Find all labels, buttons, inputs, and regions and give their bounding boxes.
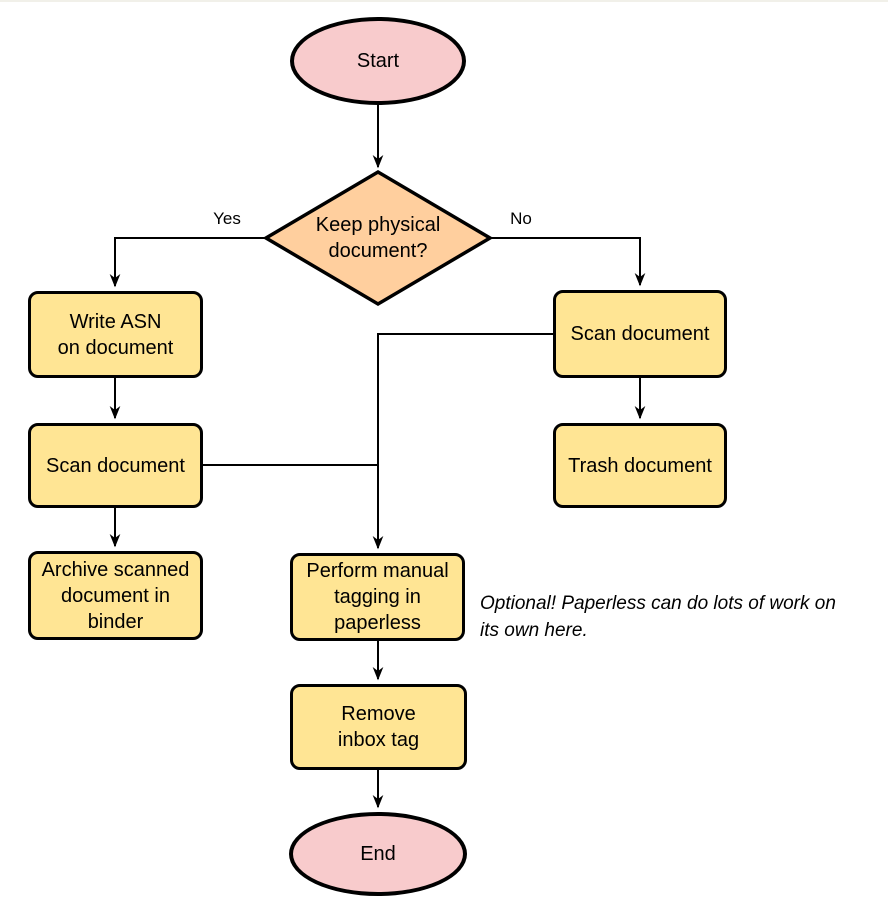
- node-end: End: [289, 812, 467, 896]
- node-label: document?: [328, 240, 428, 262]
- decision-diamond-shape: [262, 169, 494, 307]
- node-scan-document-left: Scan document: [28, 423, 203, 508]
- edge-decision-yes-to-write-asn: [109, 237, 266, 288]
- node-label: End: [360, 843, 396, 865]
- edge-label-no: No: [510, 209, 532, 228]
- node-label: Scan document: [570, 323, 710, 345]
- node-label: document in: [61, 584, 170, 607]
- node-write-asn: Write ASN on document: [28, 291, 203, 378]
- node-label: Perform manual: [306, 560, 449, 582]
- node-remove-inbox-tag: Remove inbox tag: [290, 684, 467, 770]
- node-label: Scan document: [46, 454, 185, 477]
- node-label: Start: [356, 50, 400, 72]
- node-archive-scanned: Archive scanned document in binder: [28, 551, 203, 640]
- edge-decision-no-to-scan-right: [490, 237, 646, 287]
- edge-label-yes: Yes: [213, 209, 241, 228]
- node-label: Archive scanned: [41, 558, 190, 581]
- node-start: Start: [290, 17, 466, 105]
- node-scan-document-right: Scan document: [553, 290, 727, 378]
- bottom-divider: [0, 0, 888, 2]
- edge-scan-right-to-perform-tagging: [372, 333, 553, 550]
- node-label: binder: [87, 610, 144, 633]
- node-label: on document: [57, 336, 174, 359]
- node-label: Remove: [341, 703, 416, 725]
- node-label: Trash document: [568, 454, 712, 477]
- node-label: Keep physical: [315, 214, 441, 236]
- optional-note: Optional! Paperless can do lots of work …: [480, 590, 888, 644]
- node-label: inbox tag: [337, 729, 420, 751]
- node-perform-tagging: Perform manual tagging in paperless: [290, 553, 465, 641]
- node-label: Write ASN: [69, 310, 162, 333]
- node-trash-document: Trash document: [553, 423, 727, 508]
- optional-note-line: Optional! Paperless can do lots of work …: [480, 593, 836, 614]
- node-decision: Keep physical document?: [266, 172, 490, 304]
- node-label: tagging in: [334, 586, 421, 608]
- node-label: paperless: [334, 612, 421, 634]
- optional-note-line: its own here.: [480, 620, 588, 641]
